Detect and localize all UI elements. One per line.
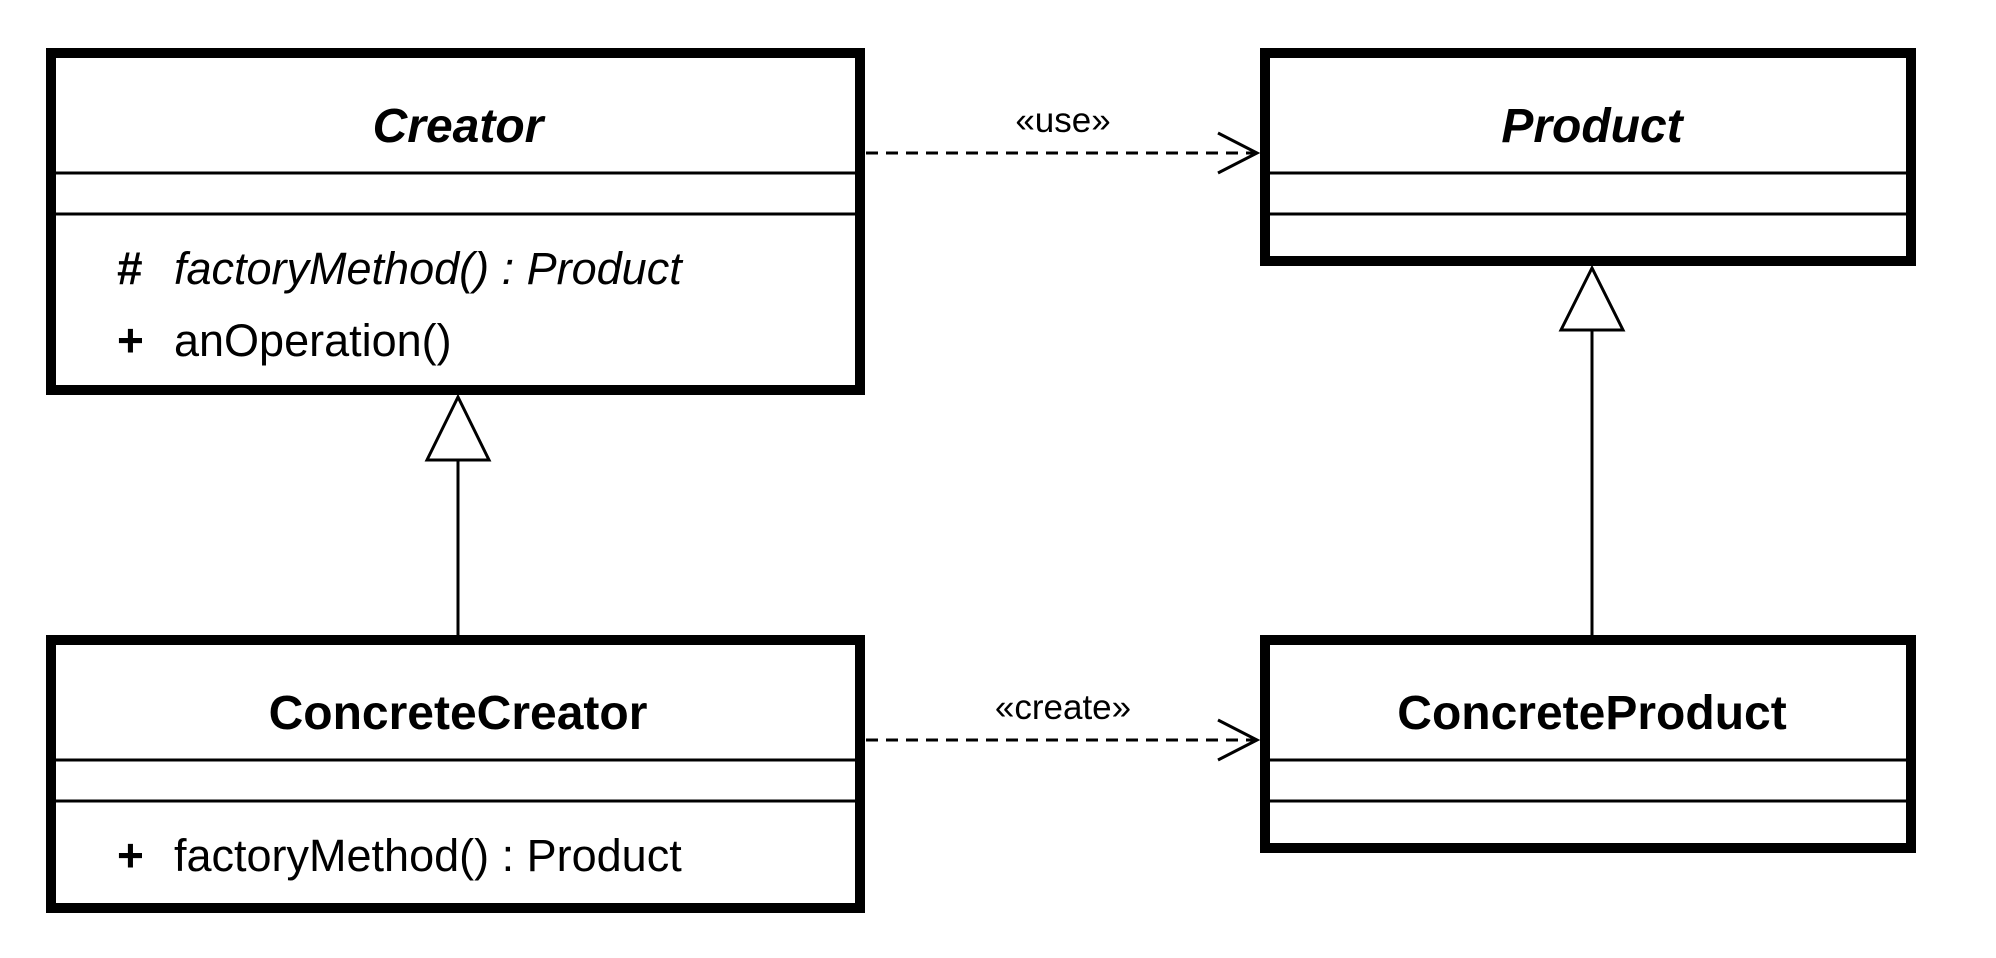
class-creator-name: Creator (373, 100, 546, 153)
dependency-create-stereotype: «create» (995, 688, 1131, 727)
class-product-box (1260, 48, 1916, 266)
class-creator-box (46, 48, 865, 395)
class-concrete-creator-name: ConcreteCreator (269, 687, 648, 740)
dependency-create-arrowhead (1217, 718, 1261, 762)
class-concrete-creator-box (46, 635, 865, 913)
dependency-use[interactable]: «use» (866, 101, 1261, 175)
dependency-create[interactable]: «create» (866, 688, 1261, 762)
dependency-use-arrowhead (1217, 131, 1261, 175)
class-concrete-product-name: ConcreteProduct (1397, 687, 1786, 740)
class-concrete-creator-op-1-visibility: + (117, 829, 144, 881)
dependency-use-stereotype: «use» (1015, 101, 1110, 140)
generalization-creator[interactable] (424, 393, 492, 635)
class-concrete-creator[interactable]: ConcreteCreator + factoryMethod() : Prod… (46, 635, 865, 913)
class-creator-op-2-visibility: + (117, 314, 144, 366)
class-creator[interactable]: Creator # factoryMethod() : Product + an… (46, 48, 865, 395)
class-concrete-product-box (1260, 635, 1916, 853)
generalization-creator-triangle (424, 393, 492, 462)
class-creator-op-1-visibility: # (117, 242, 143, 294)
class-creator-op-1-text: factoryMethod() : Product (174, 243, 684, 294)
class-product-name: Product (1501, 100, 1684, 153)
class-product[interactable]: Product (1260, 48, 1916, 266)
class-concrete-product[interactable]: ConcreteProduct (1260, 635, 1916, 853)
generalization-product[interactable] (1558, 264, 1626, 635)
class-concrete-creator-op-1-text: factoryMethod() : Product (174, 830, 682, 881)
generalization-product-triangle (1558, 264, 1626, 332)
class-creator-op-2-text: anOperation() (174, 315, 452, 366)
